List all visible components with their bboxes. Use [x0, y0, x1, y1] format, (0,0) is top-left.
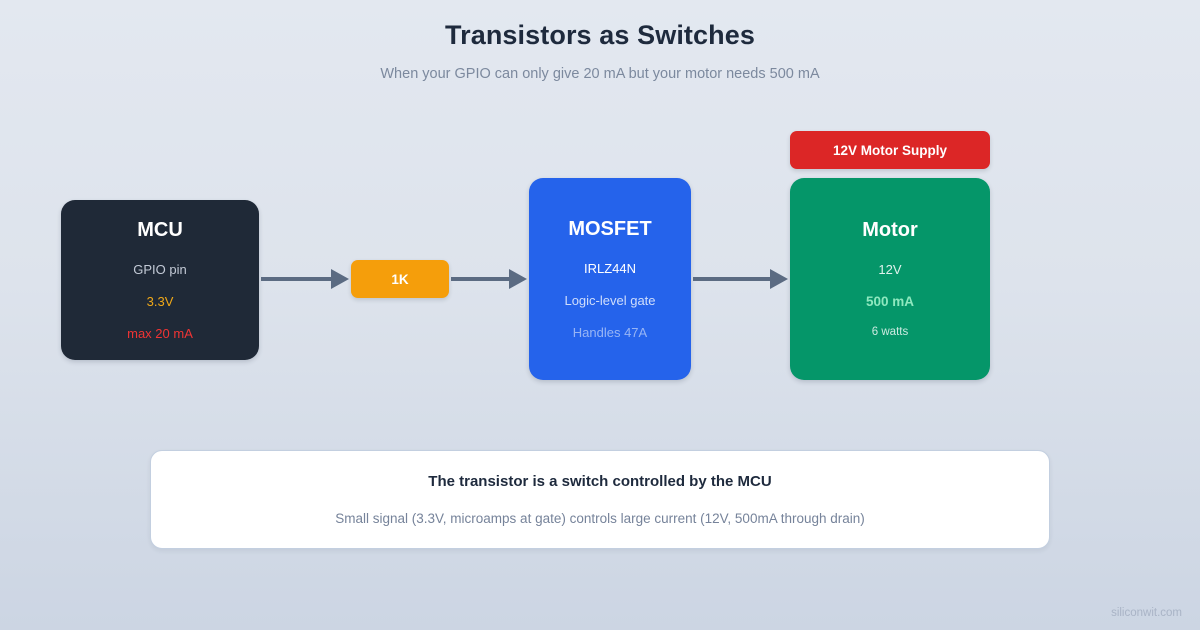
motor-title: Motor: [862, 218, 918, 241]
site-watermark: siliconwit.com: [1111, 607, 1182, 619]
mosfet-detail-current-rating: Handles 47A: [572, 325, 648, 340]
mcu-detail-gpio-pin: GPIO pin: [133, 262, 187, 277]
motor-block: Motor 12V 500 mA 6 watts: [790, 178, 990, 380]
resistor-block: 1K: [351, 260, 449, 298]
page-subtitle: When your GPIO can only give 20 mA but y…: [380, 66, 820, 82]
mosfet-block: MOSFET IRLZ44N Logic-level gate Handles …: [529, 178, 691, 380]
motor-detail-voltage: 12V: [878, 261, 902, 277]
page-title: Transistors as Switches: [445, 20, 755, 50]
arrow-shaft: [693, 277, 770, 281]
mcu-block: MCU GPIO pin 3.3V max 20 mA: [61, 200, 259, 360]
mosfet-title: MOSFET: [568, 218, 652, 240]
arrow-shaft: [451, 277, 509, 281]
summary-card: The transistor is a switch controlled by…: [150, 450, 1050, 549]
motor-supply-badge: 12V Motor Supply: [790, 131, 990, 169]
mcu-detail-max-current: max 20 mA: [127, 326, 193, 341]
arrow-mcu-to-resistor-icon: [261, 269, 349, 289]
mcu-title: MCU: [137, 219, 183, 241]
arrow-resistor-to-mosfet-icon: [451, 269, 527, 289]
mosfet-detail-part-number: IRLZ44N: [583, 261, 637, 276]
summary-detail: Small signal (3.3V, microamps at gate) c…: [335, 510, 865, 526]
motor-supply-label: 12V Motor Supply: [832, 142, 947, 158]
arrow-mosfet-to-motor-icon: [693, 269, 788, 289]
arrow-shaft: [261, 277, 331, 281]
mosfet-detail-gate-type: Logic-level gate: [564, 293, 656, 308]
mcu-detail-voltage: 3.3V: [146, 294, 174, 309]
resistor-label: 1K: [391, 271, 409, 287]
page-header: Transistors as Switches When your GPIO c…: [0, 0, 1200, 82]
motor-detail-power: 6 watts: [871, 326, 909, 338]
arrow-head: [770, 269, 788, 289]
arrow-head: [509, 269, 527, 289]
arrow-head: [331, 269, 349, 289]
motor-detail-current: 500 mA: [865, 293, 915, 309]
summary-headline: The transistor is a switch controlled by…: [428, 472, 772, 490]
